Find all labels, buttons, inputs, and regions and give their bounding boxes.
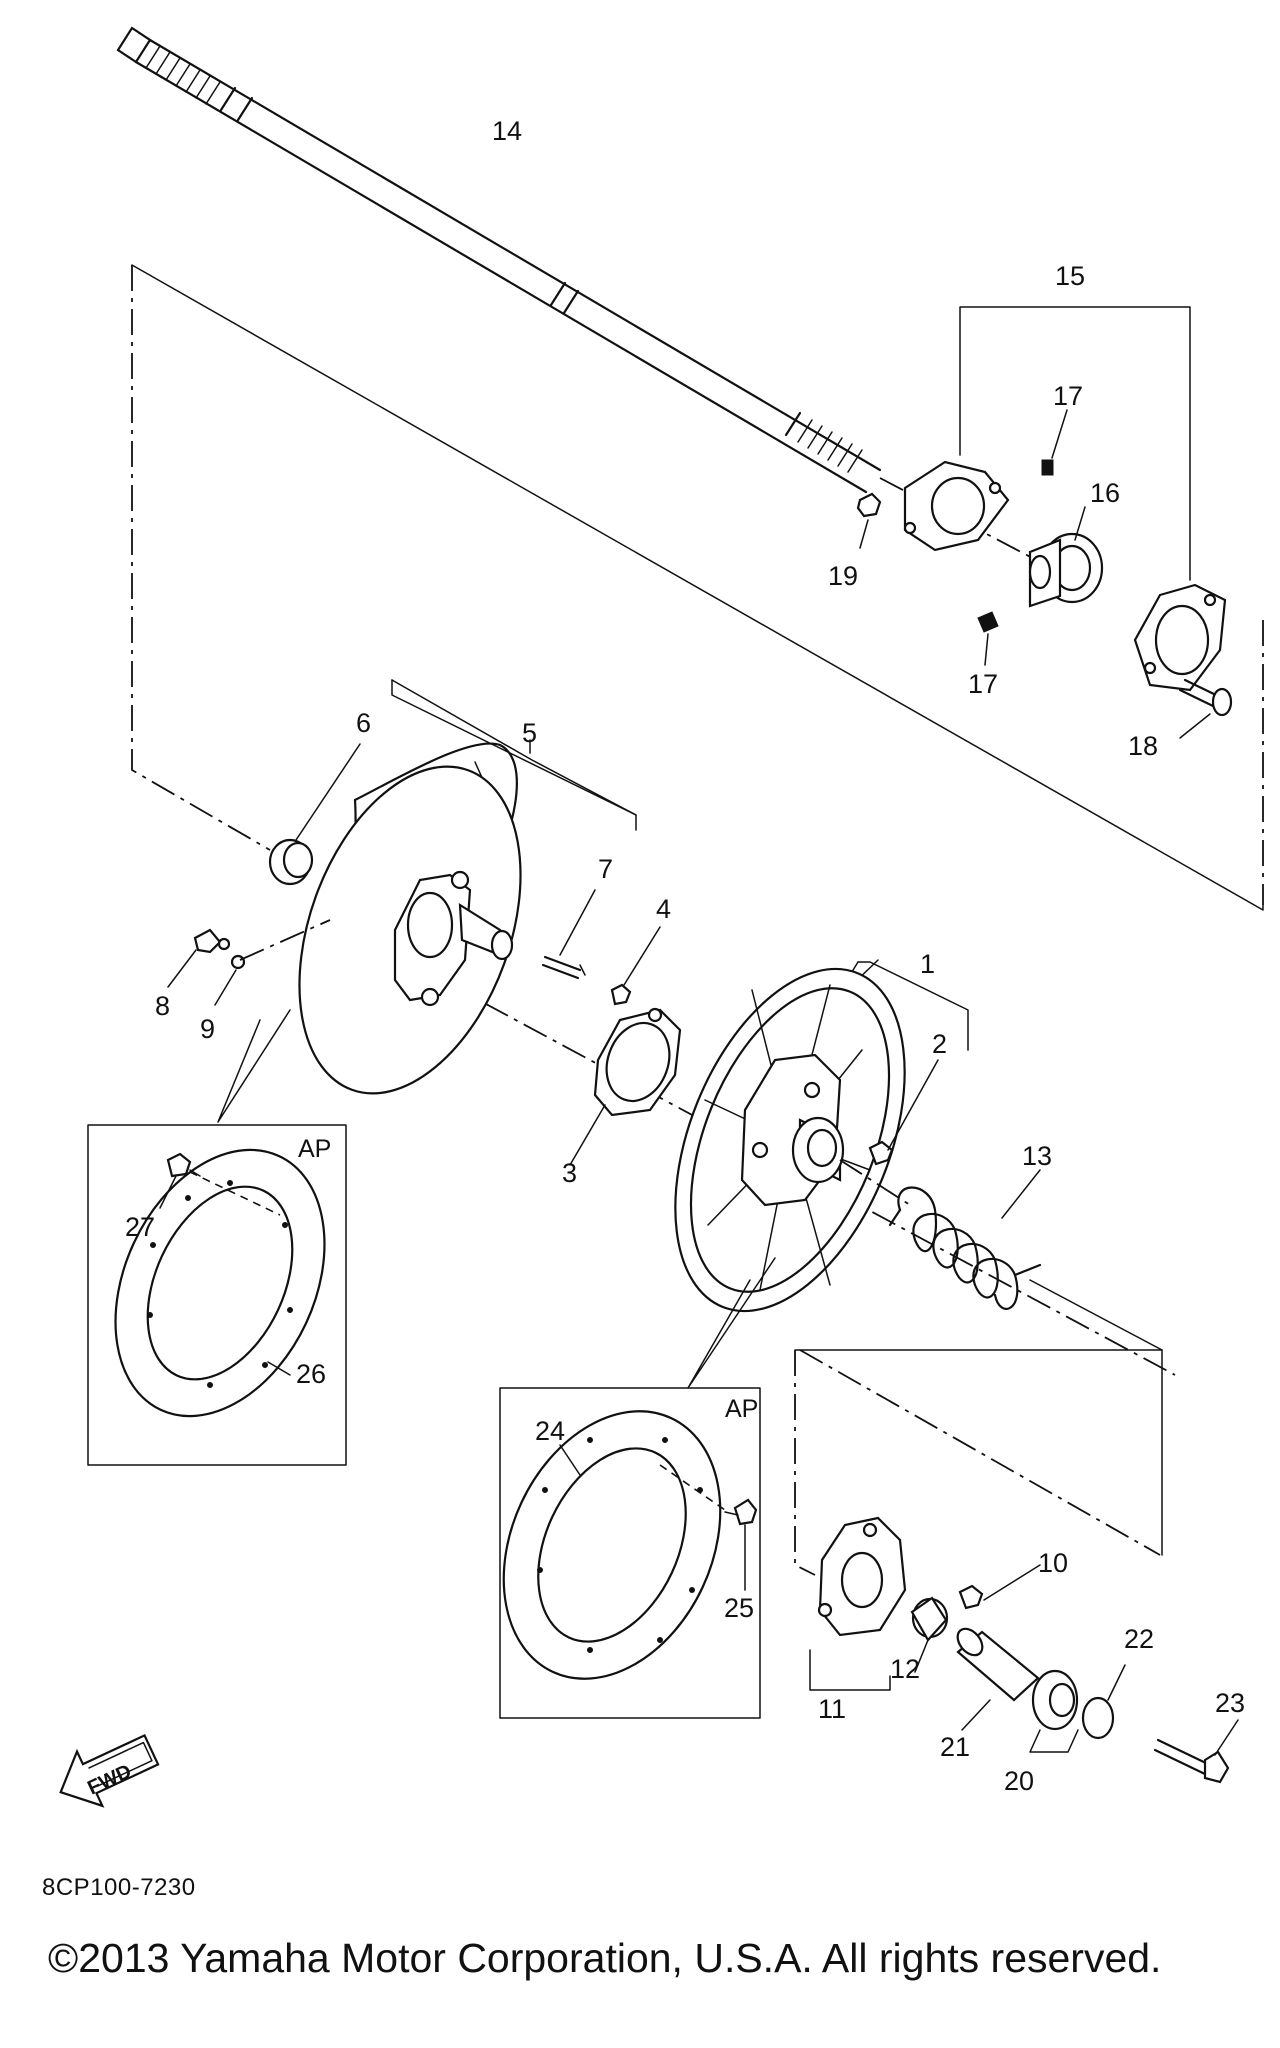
movable-sheave-part-1 — [674, 959, 969, 1313]
callout-15: 15 — [1055, 261, 1085, 291]
callout-23: 23 — [1215, 1688, 1245, 1718]
callout-24: 24 — [535, 1416, 565, 1446]
callout-7: 7 — [598, 854, 613, 884]
callout-16: 16 — [1090, 478, 1120, 508]
callout-14: 14 — [492, 116, 522, 146]
callout-3: 3 — [562, 1158, 577, 1188]
retainer-plate-part-3 — [569, 926, 682, 1166]
callout-13: 13 — [1022, 1141, 1052, 1171]
copyright-notice: ©2013 Yamaha Motor Corporation, U.S.A. A… — [48, 1935, 1162, 1981]
callout-20: 20 — [1004, 1766, 1034, 1796]
grouping-frame-left — [131, 265, 271, 851]
fixed-sheave-part-5 — [167, 679, 637, 1095]
callout-6: 6 — [356, 708, 371, 738]
callout-4: 4 — [656, 894, 671, 924]
callout-11: 11 — [818, 1694, 846, 1724]
inset-right-badge: AP — [725, 1395, 758, 1423]
callout-17-top: 17 — [1053, 381, 1083, 411]
callout-21: 21 — [940, 1732, 970, 1762]
fwd-arrow-icon — [59, 1733, 160, 1808]
callout-25: 25 — [724, 1593, 754, 1623]
torque-cam-part-11 — [809, 1516, 1239, 1784]
callout-19: 19 — [828, 561, 858, 591]
callout-5: 5 — [522, 718, 537, 748]
callout-9: 9 — [200, 1014, 215, 1044]
callout-10: 10 — [1038, 1548, 1068, 1578]
spring-part-13 — [888, 1169, 1042, 1310]
bearing-housing-group — [856, 306, 1233, 739]
shaft-part-14 — [116, 26, 882, 494]
callout-1: 1 — [920, 949, 935, 979]
callout-18: 18 — [1128, 731, 1158, 761]
callout-27: 27 — [125, 1212, 155, 1242]
diagram-code: 8CP100-7230 — [42, 1874, 196, 1901]
callout-2: 2 — [932, 1029, 947, 1059]
center-line-main — [329, 919, 1176, 1376]
callout-12: 12 — [890, 1654, 920, 1684]
inset-left-badge: AP — [298, 1135, 331, 1163]
callout-26: 26 — [296, 1359, 326, 1389]
callout-17-bottom: 17 — [968, 669, 998, 699]
inset-box-right — [499, 1257, 776, 1719]
inset-box-left — [87, 1009, 347, 1466]
callout-8: 8 — [155, 991, 170, 1021]
callout-22: 22 — [1124, 1624, 1154, 1654]
